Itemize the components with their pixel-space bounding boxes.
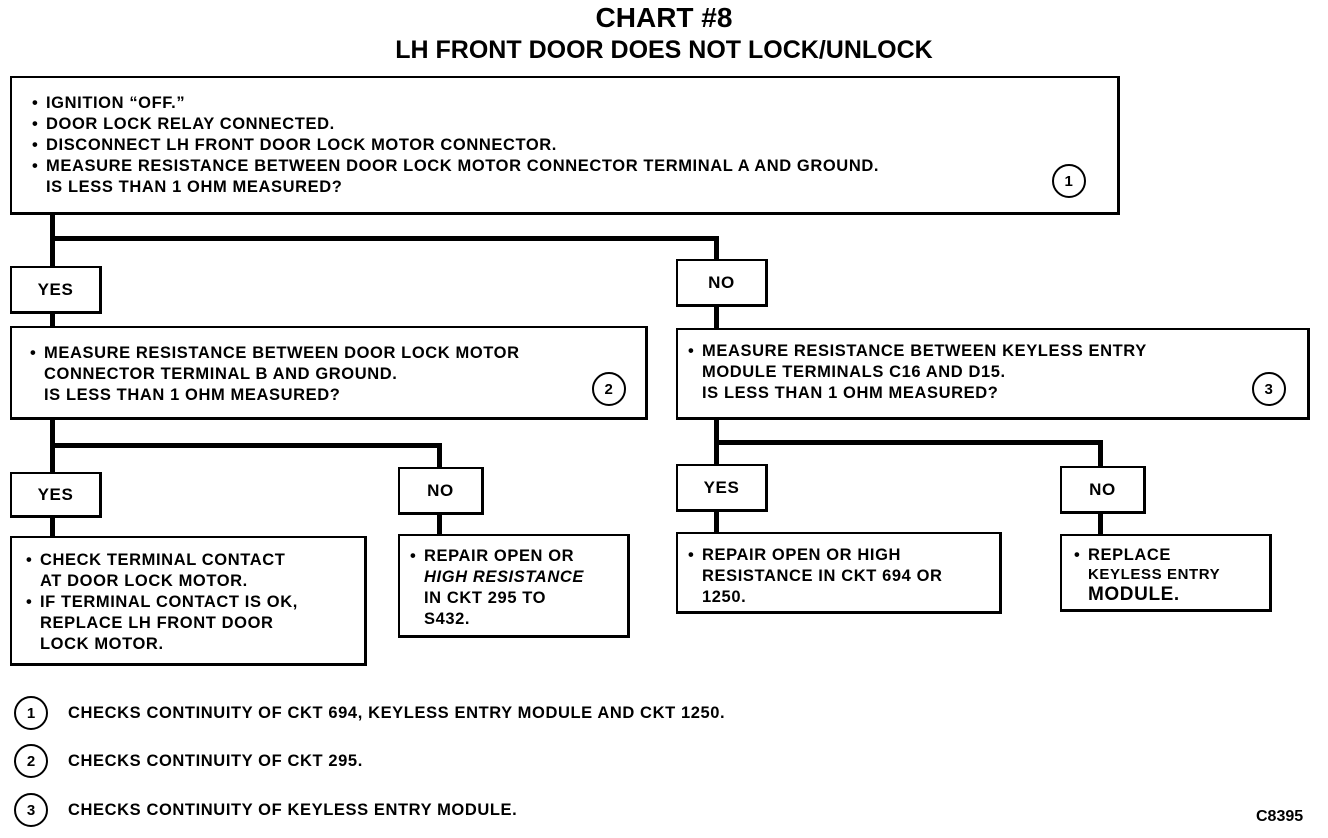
instruction-line: REPAIR OPEN OR HIGH — [688, 545, 999, 566]
connector-line — [714, 440, 1103, 445]
instruction-line: CHECK TERMINAL CONTACT — [26, 550, 364, 571]
connector-line — [437, 512, 442, 536]
footnote-text: CHECKS CONTINUITY OF CKT 694, KEYLESS EN… — [68, 703, 726, 722]
connector-line — [714, 305, 719, 331]
instruction-line: MODULE. — [1088, 584, 1180, 605]
instruction-line: KEYLESS ENTRY — [1088, 566, 1221, 583]
instruction-line: RESISTANCE IN CKT 694 OR — [702, 567, 943, 585]
yes-label: YES — [10, 472, 102, 518]
connector-line — [50, 312, 55, 328]
instruction-line: IF TERMINAL CONTACT IS OK, — [26, 592, 364, 613]
instruction-line: MODULE TERMINALS C16 AND D15. — [702, 363, 1006, 381]
step-box-1: IGNITION “OFF.” DOOR LOCK RELAY CONNECTE… — [10, 76, 1120, 215]
question-text: IS LESS THAN 1 OHM MEASURED? — [44, 386, 341, 404]
result-box-1: CHECK TERMINAL CONTACT AT DOOR LOCK MOTO… — [10, 536, 367, 666]
footnote-text: CHECKS CONTINUITY OF KEYLESS ENTRY MODUL… — [68, 800, 518, 819]
no-label: NO — [398, 467, 484, 515]
instruction-line: CONNECTOR TERMINAL B AND GROUND. — [44, 365, 398, 383]
instruction-line: DOOR LOCK RELAY CONNECTED. — [32, 114, 1117, 135]
connector-line — [50, 236, 719, 241]
instruction-line: HIGH RESISTANCE — [410, 567, 627, 588]
connector-line — [714, 236, 719, 260]
footnote-marker: 2 — [14, 744, 48, 778]
no-label: NO — [1060, 466, 1146, 514]
footnote-2: 2 CHECKS CONTINUITY OF CKT 295. — [14, 744, 363, 778]
instruction-line: IGNITION “OFF.” — [32, 93, 1117, 114]
question-text: IS LESS THAN 1 OHM MEASURED? — [46, 178, 343, 196]
instruction-line: MEASURE RESISTANCE BETWEEN DOOR LOCK MOT… — [30, 343, 645, 364]
yes-label: YES — [676, 464, 768, 512]
result-box-3: REPAIR OPEN OR HIGH RESISTANCE IN CKT 69… — [676, 532, 1002, 614]
footnote-text: CHECKS CONTINUITY OF CKT 295. — [68, 751, 363, 770]
connector-line — [1098, 512, 1103, 536]
instruction-line: 1250. — [702, 588, 747, 606]
instruction-line: MEASURE RESISTANCE BETWEEN KEYLESS ENTRY — [688, 341, 1307, 362]
chart-title: CHART #8 — [595, 2, 733, 33]
instruction-line: IN CKT 295 TO — [424, 589, 547, 607]
step-marker-2: 2 — [592, 372, 626, 406]
instruction-line: REPLACE — [1074, 545, 1269, 566]
instruction-line: REPLACE LH FRONT DOOR — [40, 614, 274, 632]
footnote-3: 3 CHECKS CONTINUITY OF KEYLESS ENTRY MOD… — [14, 793, 517, 827]
result-box-2: REPAIR OPEN OR HIGH RESISTANCE IN CKT 29… — [398, 534, 630, 638]
figure-code: C8395 — [1256, 808, 1304, 825]
connector-line — [50, 443, 442, 448]
yes-label: YES — [10, 266, 102, 314]
instruction-line: DISCONNECT LH FRONT DOOR LOCK MOTOR CONN… — [32, 135, 1117, 156]
no-label: NO — [676, 259, 768, 307]
emphasis-text: HIGH RESISTANCE — [424, 568, 584, 586]
connector-line — [50, 515, 55, 539]
footnote-marker: 1 — [14, 696, 48, 730]
instruction-line: S432. — [424, 610, 471, 628]
result-box-4: REPLACE KEYLESS ENTRY MODULE. — [1060, 534, 1272, 612]
instruction-line: MEASURE RESISTANCE BETWEEN DOOR LOCK MOT… — [32, 156, 1117, 177]
instruction-line: AT DOOR LOCK MOTOR. — [40, 572, 248, 590]
connector-line — [1098, 440, 1103, 468]
step-marker-3: 3 — [1252, 372, 1286, 406]
step-box-2: MEASURE RESISTANCE BETWEEN DOOR LOCK MOT… — [10, 326, 648, 420]
footnote-marker: 3 — [14, 793, 48, 827]
step-marker-1: 1 — [1052, 164, 1086, 198]
step-box-3: MEASURE RESISTANCE BETWEEN KEYLESS ENTRY… — [676, 328, 1310, 420]
chart-subtitle: LH FRONT DOOR DOES NOT LOCK/UNLOCK — [395, 36, 933, 64]
connector-line — [714, 510, 719, 534]
instruction-line: REPAIR OPEN OR — [410, 546, 627, 567]
instruction-line: LOCK MOTOR. — [40, 635, 164, 653]
footnote-1: 1 CHECKS CONTINUITY OF CKT 694, KEYLESS … — [14, 696, 725, 730]
question-text: IS LESS THAN 1 OHM MEASURED? — [702, 384, 999, 402]
connector-line — [437, 443, 442, 469]
